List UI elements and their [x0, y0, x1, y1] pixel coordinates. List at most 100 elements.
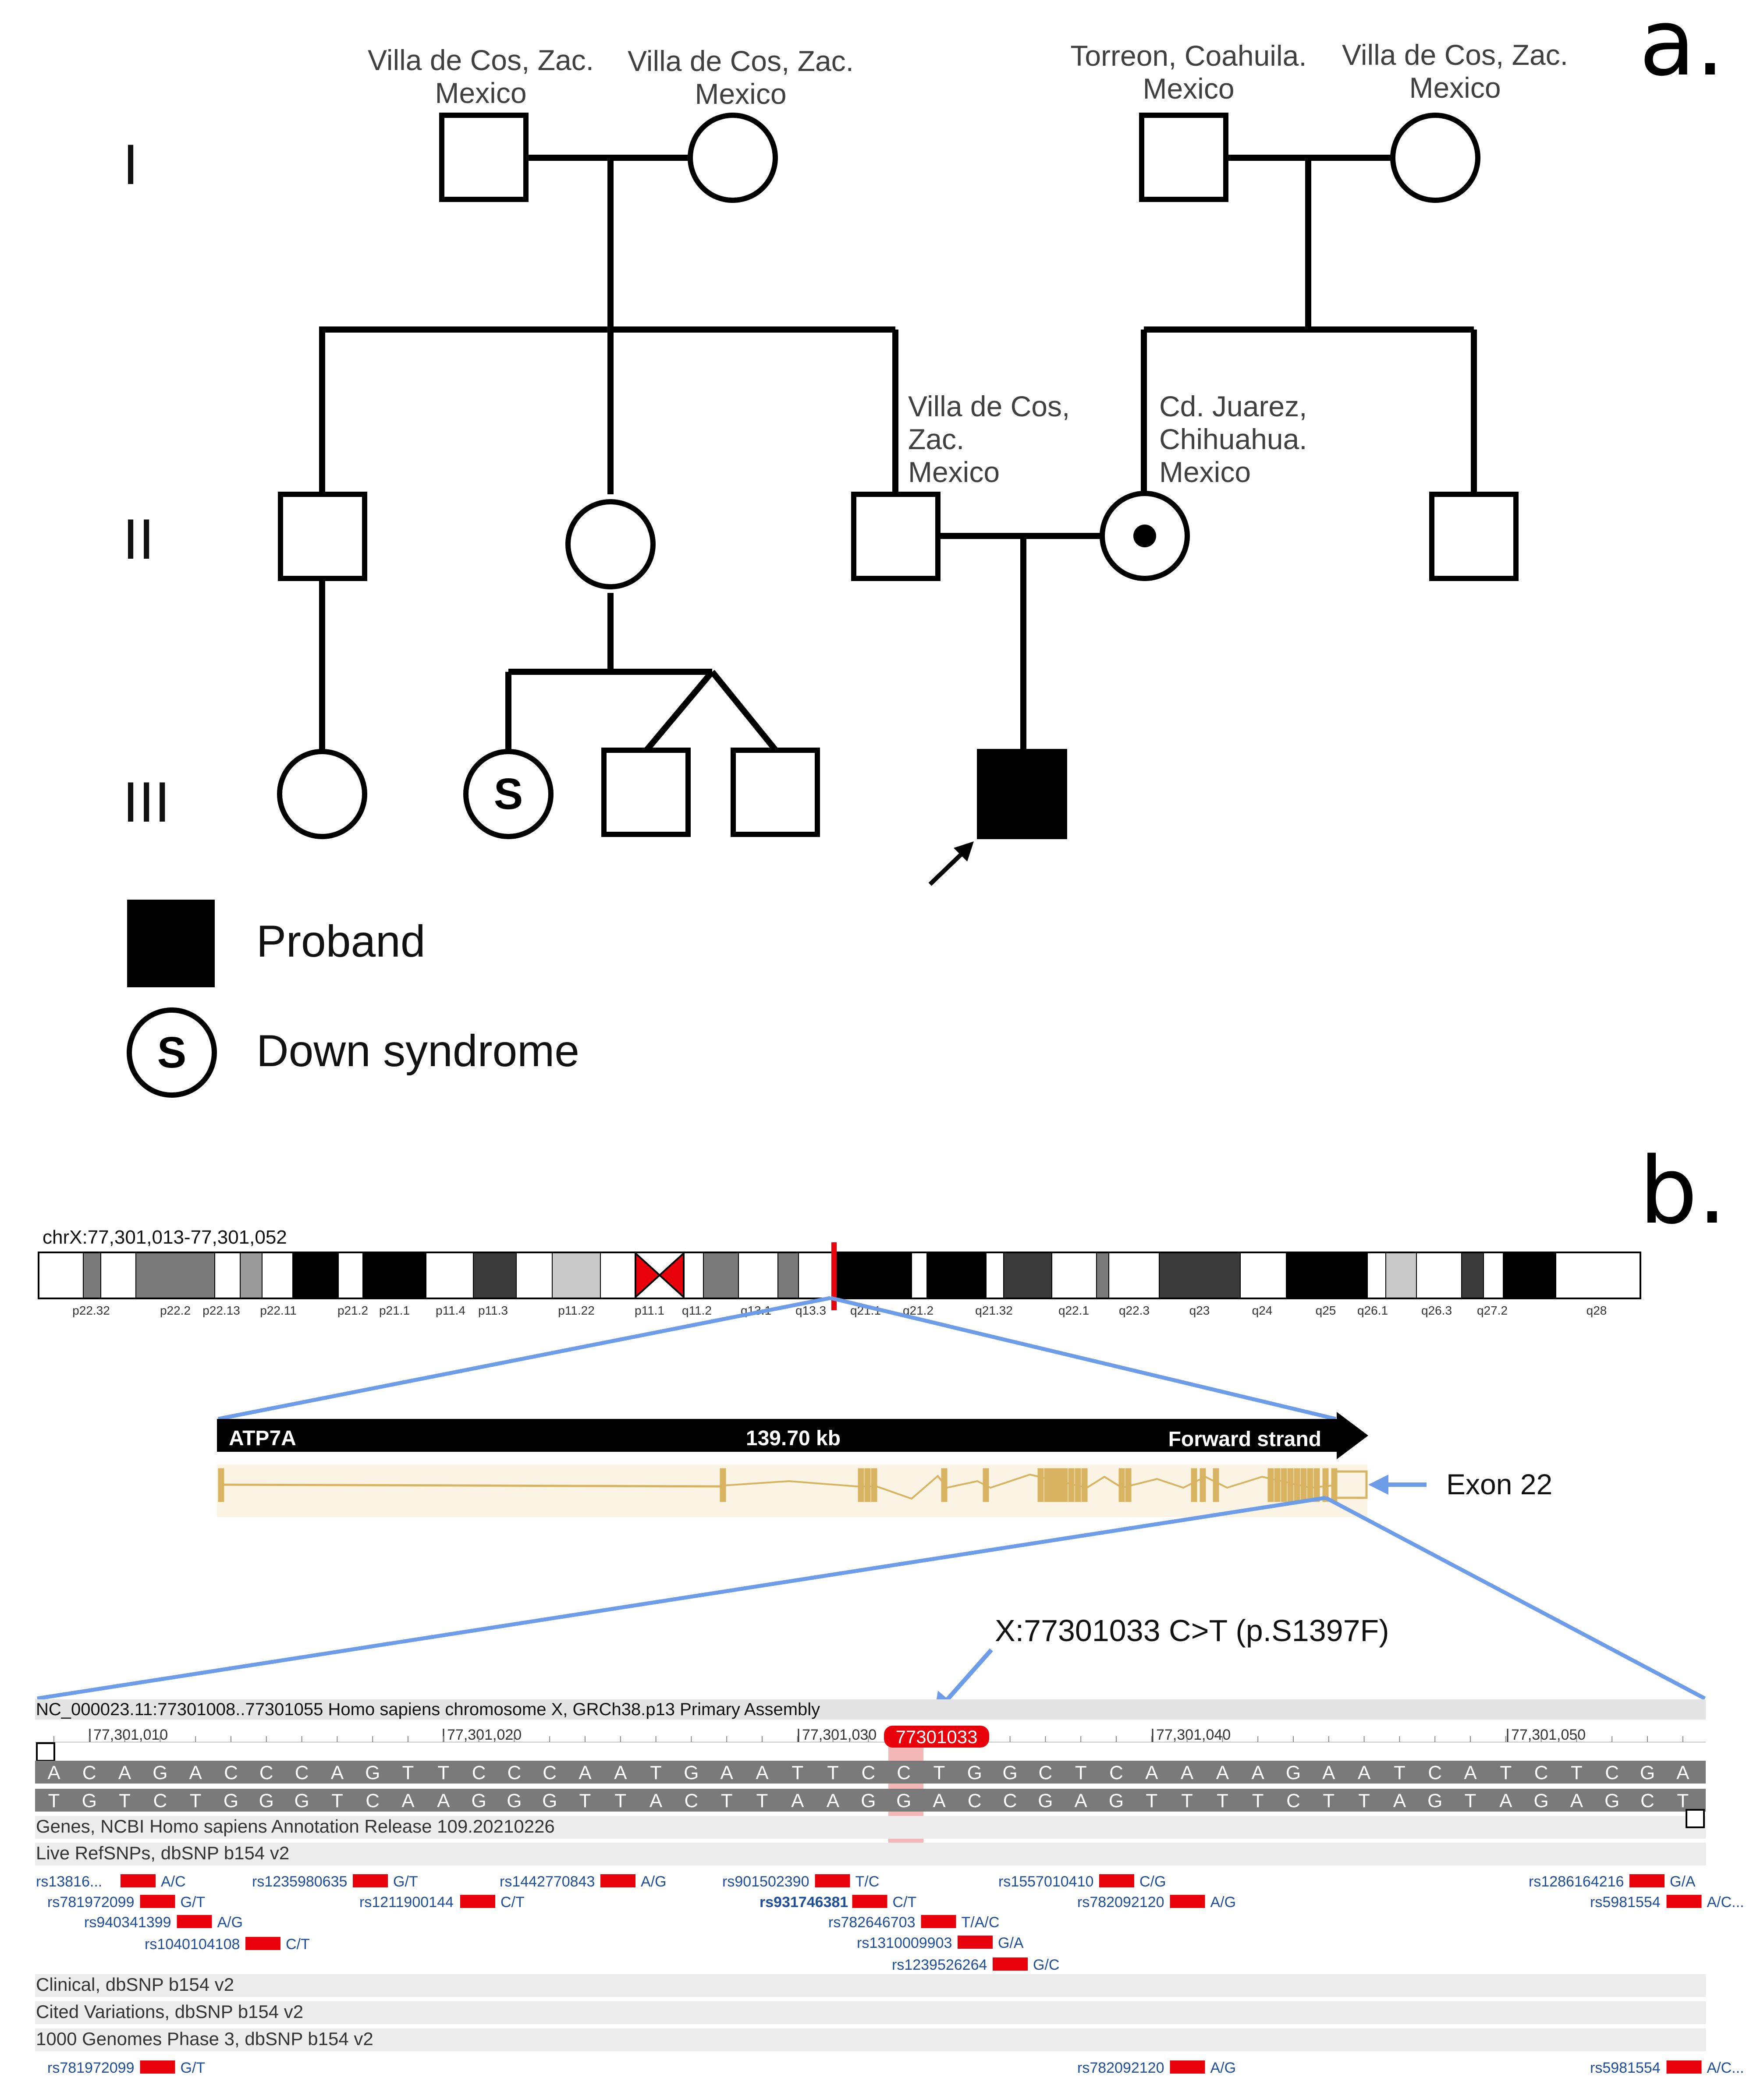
snp-id[interactable]: rs1442770843 [500, 1873, 595, 1890]
base: A [791, 1790, 804, 1812]
track-config-icon[interactable] [36, 1742, 55, 1762]
track-config-icon-2[interactable] [1686, 1809, 1705, 1828]
base: C [1039, 1762, 1053, 1784]
snp-id[interactable]: rs782646703 [828, 1914, 916, 1931]
snp-id[interactable]: rs931746381 [760, 1894, 848, 1911]
snp-id[interactable]: rs782092120 [1077, 1894, 1164, 1911]
band-label: q11.2 [682, 1304, 712, 1317]
chromosome-band [912, 1253, 927, 1298]
snp-id[interactable]: rs1040104108 [145, 1936, 240, 1953]
individual-I-4[interactable] [1390, 113, 1480, 203]
g1000-snp-item[interactable]: rs5981554 A/C... [1590, 2060, 1744, 2076]
individual-III-5-proband[interactable] [977, 749, 1067, 839]
band-label: p21.1 [379, 1304, 410, 1317]
snp-item[interactable]: rs13816...A/C [36, 1873, 186, 1890]
individual-III-4[interactable] [731, 748, 820, 837]
snp-bar [1629, 1874, 1665, 1887]
g1000-track-label: 1000 Genomes Phase 3, dbSNP b154 v2 [36, 2028, 373, 2049]
snp-bar [1170, 2060, 1205, 2074]
snp-id[interactable]: rs1286164216 [1529, 1873, 1624, 1890]
base: T [650, 1762, 662, 1784]
base: T [190, 1790, 202, 1812]
band-label: p22.11 [260, 1304, 297, 1317]
exon-icon [1081, 1468, 1088, 1502]
snp-id[interactable]: rs13816... [36, 1873, 102, 1890]
origin-label-I-1: Villa de Cos, Zac.Mexico [368, 44, 594, 109]
chromosome-band [136, 1253, 215, 1298]
band-label: q26.1 [1357, 1304, 1388, 1317]
individual-I-2[interactable] [688, 113, 778, 203]
base: T [614, 1790, 626, 1812]
base: C [862, 1762, 876, 1784]
snp-item[interactable]: rs1557010410 C/G [998, 1873, 1166, 1890]
base: C [968, 1790, 982, 1812]
base: G [1286, 1762, 1301, 1784]
base: G [153, 1762, 167, 1784]
individual-II-3[interactable] [851, 492, 941, 581]
base: G [471, 1790, 486, 1812]
individual-III-1[interactable] [277, 749, 367, 839]
snp-id[interactable]: rs781972099 [47, 1894, 135, 1911]
snp-id[interactable]: rs1239526264 [892, 1957, 987, 1973]
individual-I-3[interactable] [1139, 113, 1228, 202]
g1000-snp-item[interactable]: rs781972099 G/T [47, 2060, 205, 2076]
snp-id[interactable]: rs940341399 [84, 1914, 171, 1931]
individual-I-1[interactable] [439, 113, 529, 202]
snp-id[interactable]: rs1235980635 [252, 1873, 347, 1890]
forward-strand-bar [35, 1761, 1706, 1784]
reverse-strand-bar [35, 1789, 1706, 1812]
individual-II-2[interactable] [565, 499, 656, 589]
zoom-connector-2 [37, 1496, 1706, 1701]
strand-arrow-icon [1337, 1412, 1368, 1459]
snp-id[interactable]: rs5981554 [1590, 1894, 1661, 1911]
chromosome-band [778, 1253, 799, 1298]
origin-label-II-3: Villa de Cos,Zac.Mexico [908, 390, 1070, 488]
exon-icon [1037, 1468, 1044, 1502]
individual-III-2-down-syndrome[interactable]: S [463, 749, 554, 839]
chromosome-band [1159, 1253, 1240, 1298]
base: A [1216, 1762, 1229, 1784]
snp-bar [993, 1957, 1028, 1971]
individual-II-1[interactable] [278, 492, 367, 581]
snp-id[interactable]: rs1310009903 [857, 1935, 952, 1951]
chromosome-band [516, 1253, 552, 1298]
sequence-viewer[interactable]: NC_000023.11:77301008..77301055 Homo sap… [35, 1699, 1744, 2076]
snp-allele: C/G [1139, 1873, 1166, 1890]
gene-model[interactable]: ATP7A 139.70 kb Forward strand Exon 22 [217, 1412, 1552, 1517]
chromosome-band [1004, 1253, 1052, 1298]
individual-II-4-carrier[interactable] [1100, 491, 1190, 581]
snp-allele: A/C... [1707, 2060, 1744, 2076]
chromosome-band [215, 1253, 240, 1298]
band-label: p22.2 [160, 1304, 191, 1317]
snp-id[interactable]: rs901502390 [722, 1873, 809, 1890]
chromosome-band [1503, 1253, 1556, 1298]
snp-id[interactable]: rs781972099 [47, 2060, 135, 2076]
individual-II-5[interactable] [1429, 492, 1519, 581]
snp-allele: G/T [181, 2060, 206, 2076]
base: G [861, 1790, 876, 1812]
snp-bar [1170, 1895, 1205, 1908]
individual-III-3[interactable] [601, 748, 691, 837]
snp-id[interactable]: rs5981554 [1590, 2060, 1661, 2076]
snp-id[interactable]: rs782092120 [1077, 2060, 1164, 2076]
snp-id[interactable]: rs1557010410 [998, 1873, 1093, 1890]
base: A [756, 1762, 769, 1784]
snp-id[interactable]: rs1211900144 [359, 1894, 454, 1911]
